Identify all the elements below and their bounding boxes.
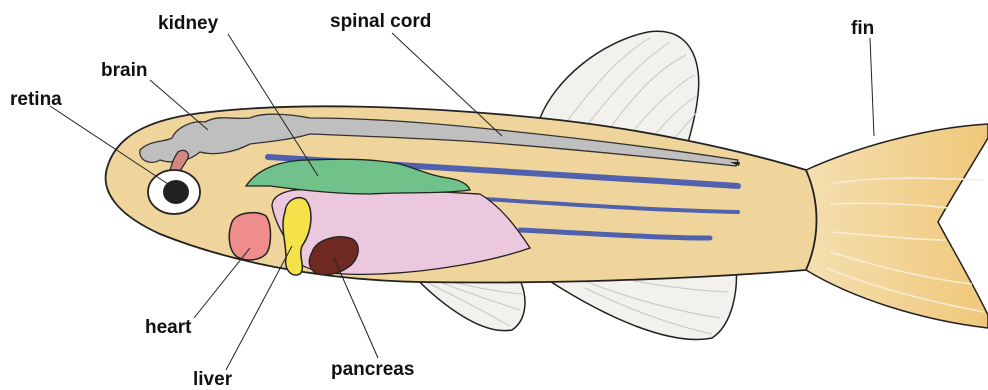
label-brain: brain [101, 61, 147, 80]
leader-fin [870, 38, 874, 136]
label-retina: retina [10, 90, 62, 109]
label-pancreas: pancreas [331, 360, 414, 379]
caudal-fin [806, 124, 988, 328]
label-kidney: kidney [158, 14, 218, 33]
label-heart: heart [145, 318, 191, 337]
eye-icon [148, 170, 200, 214]
leader-heart [194, 248, 250, 318]
label-liver: liver [193, 370, 232, 389]
label-spinal-cord: spinal cord [330, 12, 431, 31]
label-fin: fin [851, 19, 874, 38]
heart [229, 213, 270, 260]
